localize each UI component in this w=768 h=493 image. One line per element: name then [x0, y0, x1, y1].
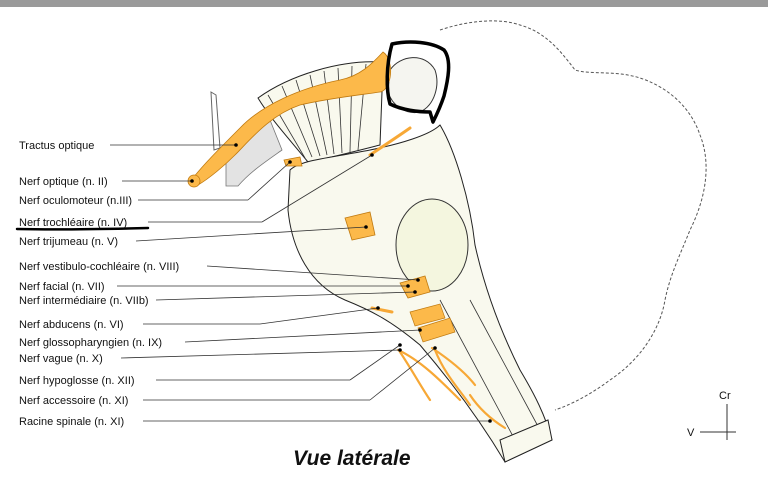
label-nerf-hypoglosse: Nerf hypoglosse (n. XII) — [19, 375, 135, 387]
nerve-branches — [396, 346, 507, 430]
pituitary-stalk — [210, 91, 221, 151]
top-border — [0, 0, 768, 7]
label-nerf-trochleaire: Nerf trochléaire (n. IV) — [19, 217, 127, 229]
colliculi-circle-annotation — [385, 40, 451, 124]
label-tractus-optique: Tractus optique — [19, 140, 94, 152]
leader-lines — [110, 144, 490, 422]
spinal-cord-end — [499, 419, 553, 463]
trochlear-underline-annotation — [15, 226, 150, 231]
orientation-indicator: Cr V — [687, 390, 736, 440]
trochlear-nerve-shape — [368, 126, 412, 157]
trigeminal-nerve-shape — [344, 211, 376, 241]
orientation-ventral: V — [687, 427, 695, 439]
label-nerf-oculomoteur: Nerf oculomoteur (n.III) — [19, 195, 132, 207]
label-nerf-vestibulo-cochleaire: Nerf vestibulo-cochléaire (n. VIII) — [19, 261, 179, 273]
label-nerf-vague: Nerf vague (n. X) — [19, 353, 103, 365]
medulla-line-1 — [439, 299, 516, 441]
label-nerf-glossopharyngien: Nerf glossopharyngien (n. IX) — [19, 337, 162, 349]
label-nerf-abducens: Nerf abducens (n. VI) — [19, 319, 124, 331]
orientation-cranial: Cr — [719, 390, 731, 402]
label-nerf-trijumeau: Nerf trijumeau (n. V) — [19, 236, 118, 248]
pons-olive — [395, 198, 469, 292]
label-nerf-facial: Nerf facial (n. VII) — [19, 281, 105, 293]
label-racine-spinale: Racine spinale (n. XI) — [19, 416, 124, 428]
endpoint-dots — [190, 143, 492, 423]
medulla-line-2 — [469, 299, 541, 431]
label-nerf-optique: Nerf optique (n. II) — [19, 176, 108, 188]
colliculi — [387, 57, 438, 114]
optic-tract — [189, 51, 391, 186]
view-title: Vue latérale — [293, 447, 411, 470]
label-nerf-intermediaire: Nerf intermédiaire (n. VIIb) — [19, 295, 149, 307]
cerebellum-outline — [439, 20, 707, 411]
vagal-rootlets — [409, 303, 456, 343]
label-nerf-accessoire: Nerf accessoire (n. XI) — [19, 395, 128, 407]
